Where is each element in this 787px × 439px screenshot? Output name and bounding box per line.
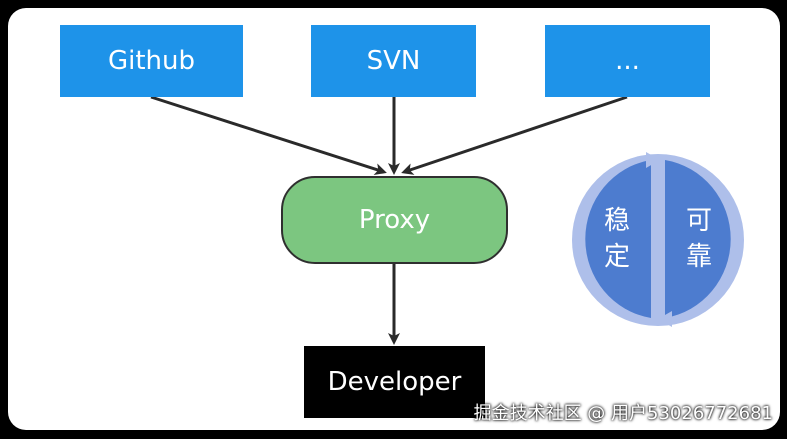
badge-top-arrow	[646, 152, 660, 168]
arrow-more-to-proxy	[401, 95, 628, 175]
source-svn: SVN	[311, 25, 476, 97]
badge-right-char-2: 靠	[685, 242, 712, 272]
badge-right-label: 可 靠	[679, 203, 719, 275]
footer-watermark: 掘金技术社区 @ 用户53026772681	[473, 403, 773, 424]
source-github: Github	[60, 25, 243, 97]
badge-left-label: 稳 定	[597, 203, 637, 275]
badge-left-half	[585, 160, 651, 318]
badge-left-char-2: 定	[603, 242, 630, 272]
proxy-node: Proxy	[281, 176, 508, 264]
badge-bottom-arrow	[658, 311, 672, 327]
developer-node: Developer	[304, 346, 485, 418]
badge-right-char-1: 可	[685, 206, 712, 236]
badge-right-half	[665, 160, 731, 318]
badge-left-char-1: 稳	[603, 206, 630, 236]
reliability-badge	[572, 152, 744, 327]
arrow-github-to-proxy	[150, 95, 387, 175]
source-more: ...	[545, 25, 710, 97]
